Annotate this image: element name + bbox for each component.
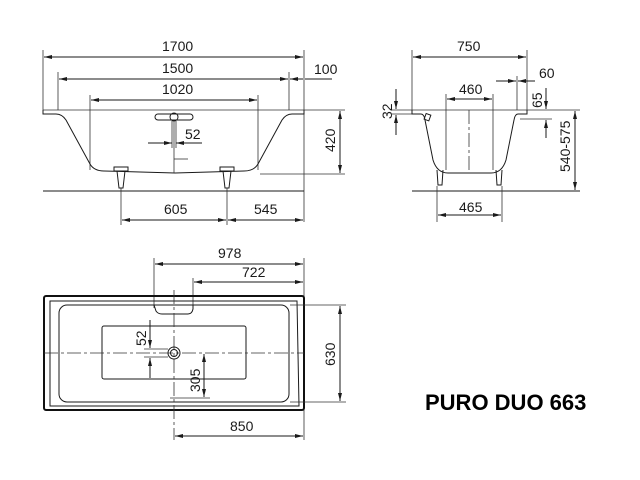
dim-inner-width: 630 (322, 342, 338, 366)
dim-drain-to-end: 850 (230, 418, 254, 434)
side-view: 750 60 460 32 65 540-575 (379, 38, 580, 222)
dim-rim-thickness: 32 (379, 103, 395, 119)
dim-overall-length: 1700 (162, 38, 193, 54)
dim-height-range: 540-575 (557, 120, 573, 172)
dim-foot-spacing: 465 (459, 199, 483, 215)
front-view: 52 420 605 545 1700 1500 1020 100 (42, 38, 345, 225)
dim-drain-offset-top: 52 (133, 330, 149, 346)
dim-base-width: 460 (459, 81, 483, 97)
dim-inner-length: 1500 (162, 60, 193, 76)
dim-to-overflow-outer: 978 (218, 245, 242, 261)
dim-to-overflow-inner: 722 (242, 264, 266, 280)
product-title: PURO DUO 663 (425, 390, 586, 415)
dim-drain-to-edge: 305 (187, 368, 203, 392)
dim-drain-offset-front: 52 (185, 126, 201, 142)
dim-foot-right: 545 (254, 201, 278, 217)
dim-base-length: 1020 (162, 81, 193, 97)
dim-rim-drop: 65 (529, 92, 545, 108)
dim-height-front: 420 (322, 128, 338, 152)
dim-overall-width: 750 (457, 38, 481, 54)
dim-rim-width: 60 (539, 65, 555, 81)
dim-foot-left: 605 (164, 201, 188, 217)
top-view: 978 722 52 305 630 850 (43, 245, 346, 440)
dim-rim: 100 (314, 61, 338, 77)
